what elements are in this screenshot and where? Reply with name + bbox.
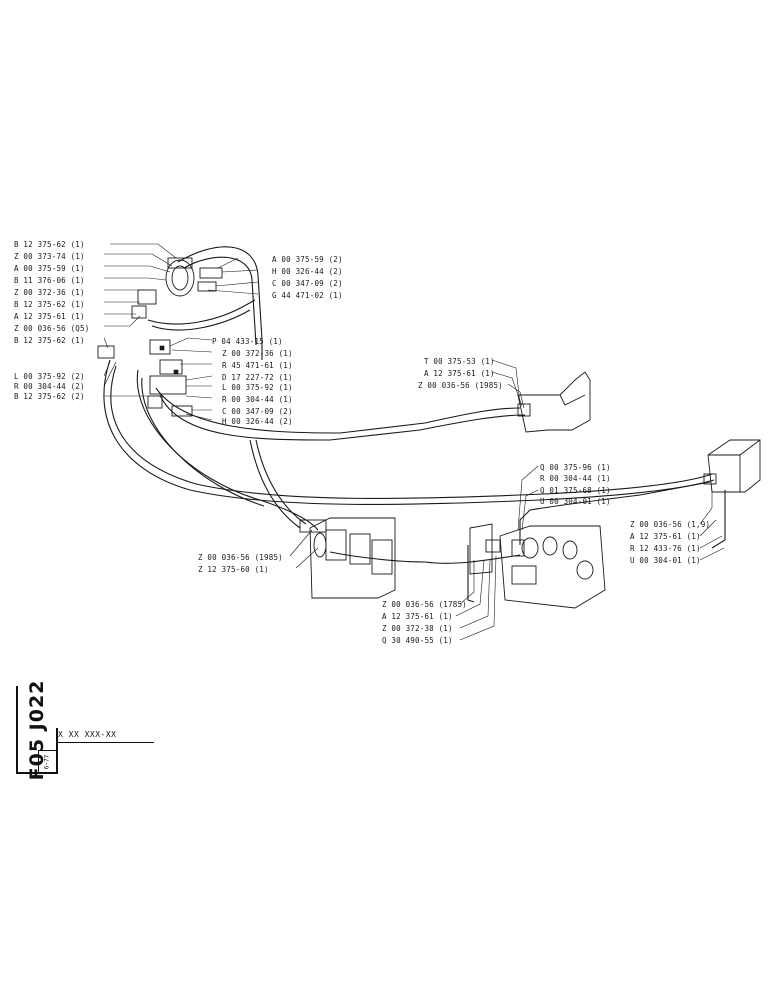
part-callout-label: Z 00 373-74 (1) [14, 252, 85, 261]
part-callout-label: L 00 375-92 (2) [14, 372, 85, 381]
title-block-border [16, 686, 18, 774]
title-block-border [56, 742, 154, 744]
part-callout-label: C 00 347-09 (2) [222, 407, 293, 416]
part-callout-label: B 12 375-62 (1) [14, 300, 85, 309]
leader-lines [103, 243, 725, 641]
part-callout-label: R 00 304-44 (1) [540, 474, 611, 483]
distributor-block-center [299, 517, 396, 599]
drawing-date: 6-77 [40, 752, 54, 772]
part-callout-label: A 12 375-61 (1) [630, 532, 701, 541]
control-block-right [469, 523, 606, 609]
title-block-border [16, 772, 58, 774]
title-block-border [38, 750, 39, 774]
drawing-date-text: 6-77 [43, 754, 51, 770]
part-callout-label: B 12 375-62 (2) [14, 392, 85, 401]
part-callout-label: R 00 304-44 (1) [222, 395, 293, 404]
part-callout-label: Q 30 490-55 (1) [382, 636, 453, 645]
title-block-border [38, 750, 58, 751]
part-callout-label: Z 00 372-36 (1) [14, 288, 85, 297]
part-callout-label: A 12 375-61 (1) [424, 369, 495, 378]
part-callout-label: T 00 375-53 (1) [424, 357, 495, 366]
part-callout-label: B 12 375-62 (1) [14, 336, 85, 345]
part-callout-label: H 00 326-44 (2) [272, 267, 343, 276]
connector-top-right [517, 371, 591, 433]
part-callout-label: Z 00 036-56 (1,9) [630, 520, 710, 529]
part-callout-label: A 12 375-61 (1) [14, 312, 85, 321]
part-number: X XX XXX-XX [58, 730, 117, 739]
part-callout-label: R 12 433-76 (1) [630, 544, 701, 553]
part-callout-label: Z 00 372-38 (1) [382, 624, 453, 633]
part-callout-label: Q 00 375-96 (1) [540, 463, 611, 472]
part-callout-label: D 17 227-72 (1) [222, 373, 293, 382]
part-callout-label: A 00 375-59 (2) [272, 255, 343, 264]
hose-lines [103, 246, 726, 603]
valve-assembly-left [97, 257, 223, 417]
part-callout-label: U 00 304-01 (1) [540, 497, 611, 506]
part-callout-label: Z 00 372-36 (1) [222, 349, 293, 358]
part-callout-label: Z 00 036-56 (Q5) [14, 324, 89, 333]
part-callout-label: C 00 347-09 (2) [272, 279, 343, 288]
part-callout-label: A 00 375-59 (1) [14, 264, 85, 273]
part-callout-label: U 00 304-01 (1) [630, 556, 701, 565]
part-callout-label: B 11 376-06 (1) [14, 276, 85, 285]
part-callout-label: Z 12 375-60 (1) [198, 565, 269, 574]
part-callout-label: B 12 375-62 (1) [14, 240, 85, 249]
part-callout-label: H 00 326-44 (2) [222, 417, 293, 426]
part-callout-label: P 04 433-15 (1) [212, 337, 283, 346]
part-callout-label: Q 01 375-68 (1) [540, 486, 611, 495]
part-callout-label: Z 00 036-56 (1785) [382, 600, 467, 609]
part-callout-label: R 00 304-44 (2) [14, 382, 85, 391]
part-callout-label: Z 00 036-56 (1985) [418, 381, 503, 390]
part-callout-label: R 45 471-61 (1) [222, 361, 293, 370]
part-callout-label: G 44 471-02 (1) [272, 291, 343, 300]
part-callout-label: Z 00 036-56 (1985) [198, 553, 283, 562]
part-callout-label: A 12 375-61 (1) [382, 612, 453, 621]
title-block-border [56, 728, 58, 774]
part-callout-label: L 00 375-92 (1) [222, 383, 293, 392]
